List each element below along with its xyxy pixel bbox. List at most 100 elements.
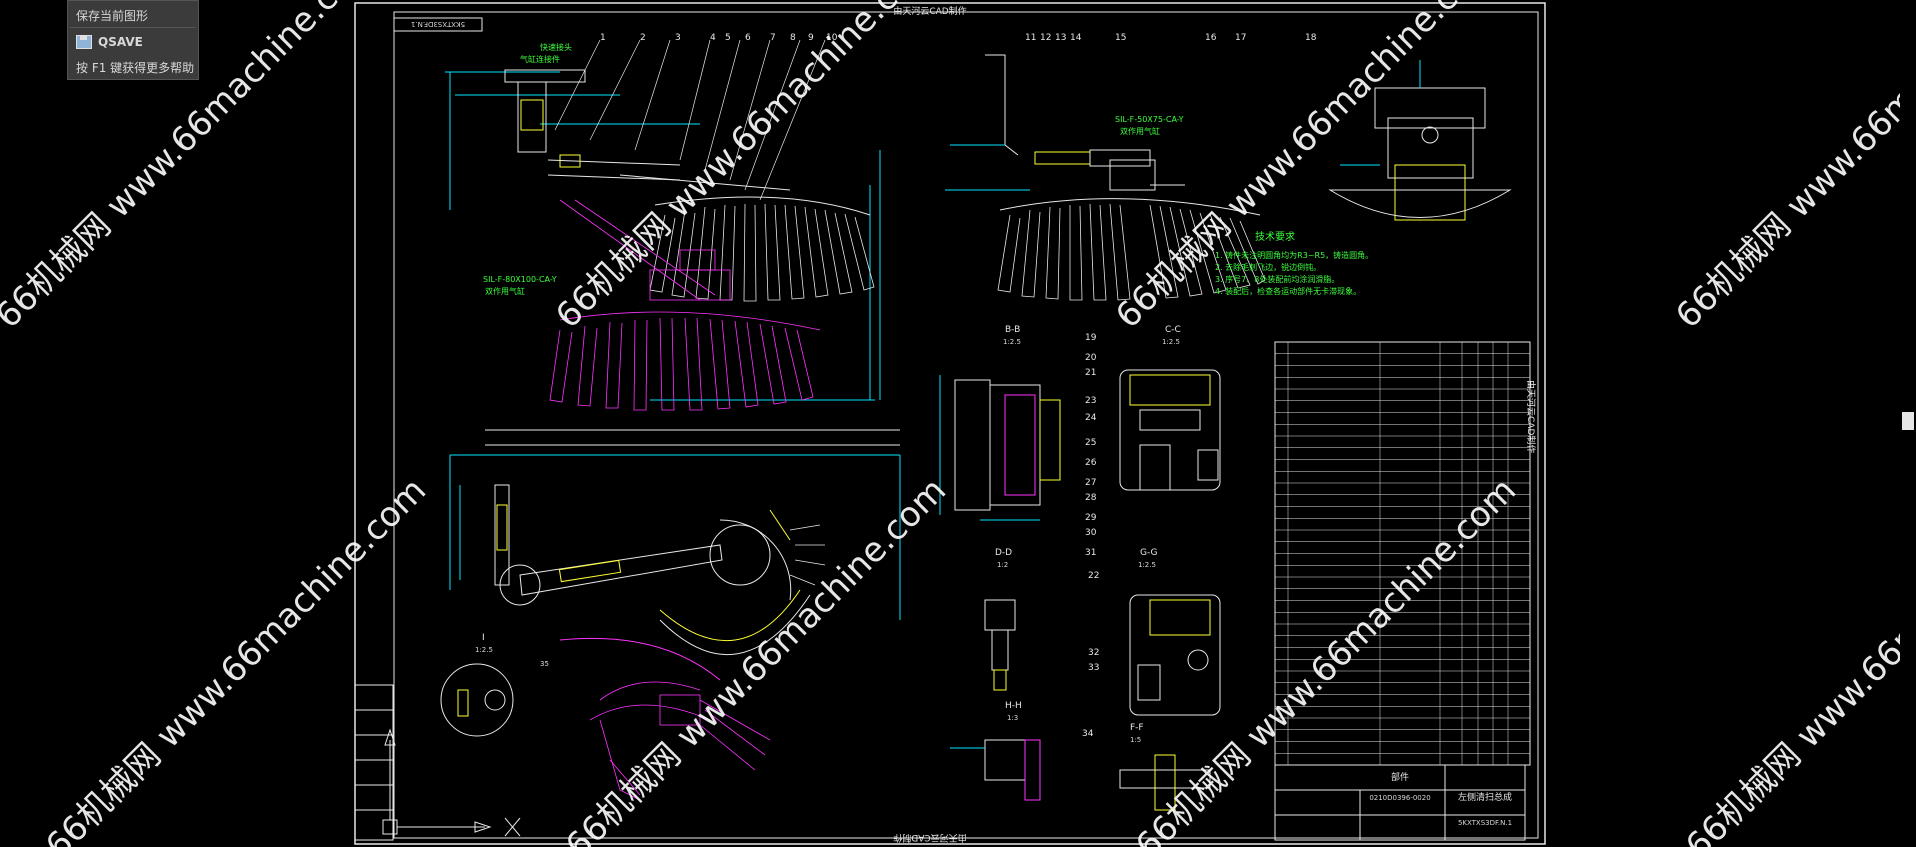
scrollbar-thumb[interactable] [1902, 412, 1914, 430]
svg-text:27: 27 [1085, 478, 1096, 488]
right-top-view [1328, 60, 1512, 221]
technical-requirements: 技术要求 1. 铸件未注明圆角均为R3~R5，铸造圆角。 2. 去除毛刺飞边，锐… [1215, 230, 1373, 296]
svg-text:13: 13 [1055, 33, 1066, 43]
svg-text:3. 序号7、8处装配前均涂润滑脂。: 3. 序号7、8处装配前均涂润滑脂。 [1215, 274, 1339, 284]
right-vertical-label: 由天河云CAD制作 [1525, 380, 1537, 453]
svg-text:66机械网 www.66machine.com: 66机械网 www.66machine.com [1128, 470, 1524, 847]
header-bottom-label: 由天河云CAD制作 [893, 832, 966, 844]
detail-view-i: I 1:2.5 35 [440, 633, 549, 737]
svg-text:9: 9 [808, 33, 814, 43]
svg-text:66机械网 www.66machine.com: 66机械网 www.66machine.com [0, 0, 384, 336]
svg-text:24: 24 [1085, 413, 1097, 423]
svg-text:31: 31 [1085, 548, 1096, 558]
svg-text:1:2.5: 1:2.5 [475, 646, 493, 654]
header-top-label: 由天河云CAD制作 [893, 5, 966, 17]
arm-side-view [449, 429, 901, 681]
svg-text:1:5: 1:5 [1130, 736, 1141, 744]
svg-text:1:2.5: 1:2.5 [1003, 338, 1021, 346]
svg-text:2: 2 [640, 33, 646, 43]
section-view-d-d: D-D 1:2 [984, 548, 1016, 691]
svg-text:G-G: G-G [1140, 548, 1158, 558]
svg-text:1. 铸件未注明圆角均为R3~R5，铸造圆角。: 1. 铸件未注明圆角均为R3~R5，铸造圆角。 [1215, 250, 1373, 260]
svg-text:2. 去除毛刺飞边，锐边倒钝。: 2. 去除毛刺飞边，锐边倒钝。 [1215, 262, 1321, 272]
svg-text:10: 10 [826, 33, 838, 43]
svg-text:66机械网 www.66machine.com: 66机械网 www.66machine.com [558, 470, 954, 847]
svg-text:33: 33 [1088, 663, 1099, 673]
svg-text:1: 1 [600, 33, 606, 43]
svg-text:B-B: B-B [1005, 325, 1020, 335]
svg-text:1:2.5: 1:2.5 [1162, 338, 1180, 346]
svg-text:3: 3 [675, 33, 681, 43]
svg-text:12: 12 [1040, 33, 1051, 43]
svg-text:30: 30 [1085, 528, 1097, 538]
svg-text:34: 34 [1082, 729, 1094, 739]
cylinder-label-2: SIL-F-50X75-CA-Y [1115, 115, 1184, 124]
svg-text:6: 6 [745, 33, 751, 43]
svg-text:技术要求: 技术要求 [1255, 230, 1295, 243]
svg-text:H-H: H-H [1005, 701, 1022, 711]
svg-text:7: 7 [770, 33, 776, 43]
svg-text:23: 23 [1085, 396, 1096, 406]
svg-text:17: 17 [1235, 33, 1246, 43]
svg-text:18: 18 [1305, 33, 1317, 43]
inner-frame [393, 11, 1539, 839]
section-view-g-g: G-G 1:2.5 22 32 33 [1088, 548, 1221, 716]
section-view-h-h: H-H 1:3 34 [950, 701, 1094, 801]
tooltip-command: QSAVE [76, 35, 143, 49]
svg-text:22: 22 [1088, 571, 1099, 581]
title-drawing-no: 0210D0396-0020 [1369, 794, 1430, 802]
svg-text:66机械网 www.66machine.com: 66机械网 www.66machine.com [1668, 0, 1900, 336]
main-front-view: 气缸连接件 快速接头 SIL-F-80X100-CA-Y 双作用气缸 1 2 3… [445, 33, 881, 411]
section-view-b-b: B-B 1:2.5 [939, 325, 1061, 521]
svg-text:1:2.5: 1:2.5 [1138, 561, 1156, 569]
svg-text:11: 11 [1025, 33, 1036, 43]
tooltip-command-name: QSAVE [98, 35, 143, 49]
svg-text:32: 32 [1088, 648, 1099, 658]
svg-text:I: I [482, 633, 485, 643]
title-block: 部件 0210D0396-0020 左侧清扫总成 5KXTXS3DF.N.1 [1274, 764, 1526, 841]
svg-text:35: 35 [540, 660, 549, 668]
svg-text:1:2: 1:2 [997, 561, 1008, 569]
svg-text:15: 15 [1115, 33, 1126, 43]
svg-text:1:3: 1:3 [1007, 714, 1018, 722]
cylinder-label-1-note: 双作用气缸 [485, 286, 525, 296]
svg-text:66机械网 www.66machine.com: 66机械网 www.66machine.com [548, 0, 944, 336]
svg-text:8: 8 [790, 33, 796, 43]
svg-text:28: 28 [1085, 493, 1097, 503]
callouts-top: 1 2 3 4 5 6 7 8 9 10 [600, 33, 838, 43]
svg-text:14: 14 [1070, 33, 1082, 43]
svg-text:5: 5 [725, 33, 731, 43]
tooltip-separator [70, 27, 196, 28]
save-icon [76, 35, 92, 49]
command-tooltip: 保存当前图形 QSAVE 按 F1 键获得更多帮助 [67, 0, 199, 80]
cylinder-label-2-note: 双作用气缸 [1120, 126, 1160, 136]
svg-text:16: 16 [1205, 33, 1217, 43]
tooltip-help: 按 F1 键获得更多帮助 [76, 61, 195, 75]
svg-text:29: 29 [1085, 513, 1097, 523]
svg-text:20: 20 [1085, 353, 1097, 363]
top-left-code: 5KXTXS3DF.N.1 [411, 20, 465, 28]
svg-text:66机械网 www.66machine.com: 66机械网 www.66machine.com [1678, 470, 1900, 847]
cylinder-label-1: SIL-F-80X100-CA-Y [483, 275, 557, 284]
title-part-name: 左侧清扫总成 [1458, 791, 1512, 803]
svg-text:4: 4 [710, 33, 716, 43]
title-part-label: 部件 [1391, 771, 1409, 783]
svg-text:19: 19 [1085, 333, 1097, 343]
svg-text:66机械网 www.66machine.com: 66机械网 www.66machine.com [38, 470, 434, 847]
svg-text:C-C: C-C [1165, 325, 1181, 335]
label-pneumatic-connector: 气缸连接件 [520, 54, 560, 64]
svg-text:25: 25 [1085, 438, 1096, 448]
tooltip-description: 保存当前图形 [76, 9, 149, 23]
middle-top-view: 11 12 13 14 15 16 17 18 SIL-F-50X75-CA-Y… [945, 33, 1317, 301]
svg-text:66机械网 www.66machine.com: 66机械网 www.66machine.com [1108, 0, 1504, 336]
sheet-border [354, 2, 1546, 845]
svg-text:4. 装配后，检查各运动部件无卡滞现象。: 4. 装配后，检查各运动部件无卡滞现象。 [1215, 286, 1361, 296]
svg-text:21: 21 [1085, 368, 1096, 378]
title-code: 5KXTXS3DF.N.1 [1458, 819, 1512, 827]
top-left-code-box [393, 17, 483, 32]
svg-text:D-D: D-D [995, 548, 1012, 558]
vertical-scrollbar[interactable] [1900, 0, 1916, 847]
label-fitting: 快速接头 [540, 42, 572, 52]
ucs-icon [382, 728, 521, 837]
